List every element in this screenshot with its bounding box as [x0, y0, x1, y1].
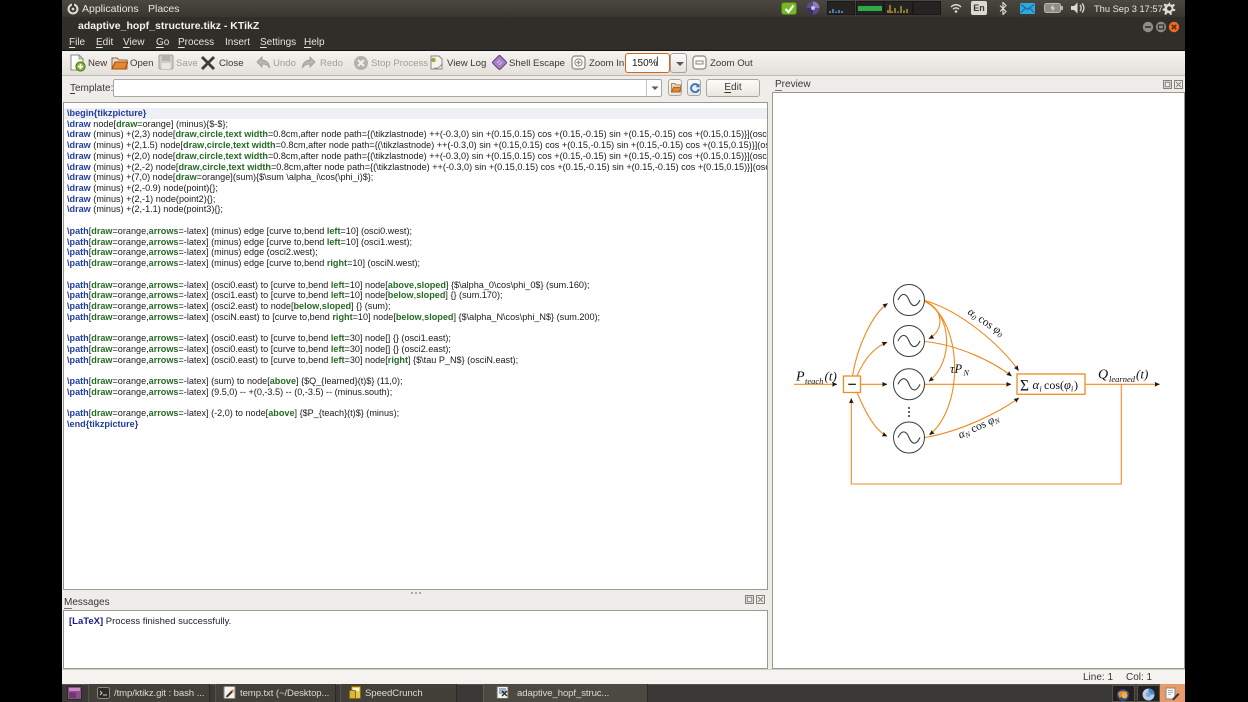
- svg-text:N: N: [963, 368, 970, 377]
- svg-text:i: i: [1071, 384, 1073, 393]
- svg-text:P: P: [795, 370, 805, 385]
- svg-text:φ: φ: [1064, 378, 1071, 392]
- svg-text:Σ: Σ: [1020, 378, 1029, 395]
- svg-text:(t): (t): [1136, 367, 1148, 382]
- svg-text:): ): [1074, 378, 1078, 392]
- svg-text:learned: learned: [1109, 374, 1136, 384]
- svg-text:α0 cos φ0: α0 cos φ0: [965, 306, 1006, 340]
- svg-text:teach: teach: [805, 376, 823, 386]
- svg-text:Q: Q: [1098, 368, 1108, 383]
- svg-text:(t): (t): [825, 369, 837, 384]
- svg-text:τP: τP: [950, 362, 962, 376]
- svg-text:α: α: [1033, 378, 1040, 392]
- svg-text:cos(: cos(: [1044, 378, 1064, 392]
- svg-text:i: i: [1040, 384, 1042, 393]
